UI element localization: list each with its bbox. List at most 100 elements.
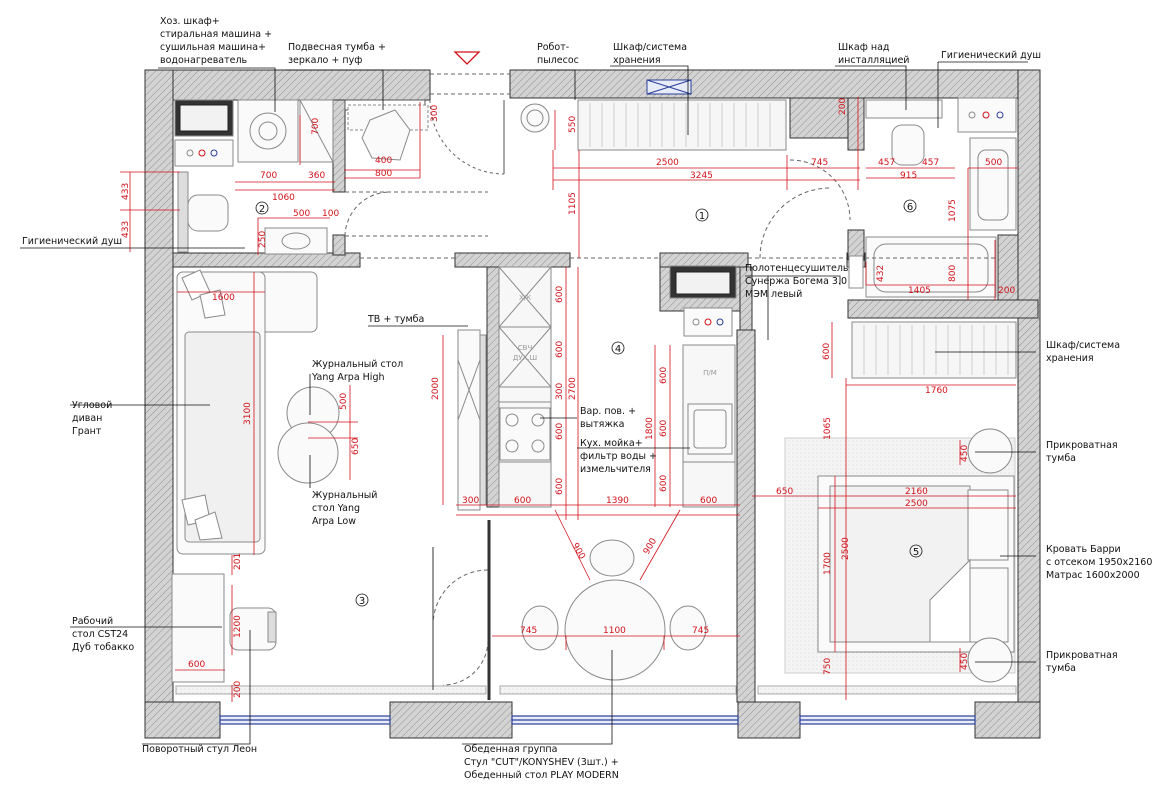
label-prikrov-top-2: тумба bbox=[1046, 453, 1076, 464]
label-hoz-shkaf-4: водонагреватель bbox=[160, 55, 248, 66]
label-stul-leon: Поворотный стул Леон bbox=[142, 744, 257, 755]
room-2: 2 bbox=[259, 204, 265, 215]
dim-300h: 300 bbox=[462, 496, 479, 506]
dim-745a: 745 bbox=[811, 158, 828, 168]
label-pm: П/М bbox=[703, 369, 717, 377]
dim-200b: 200 bbox=[998, 286, 1015, 296]
label-polotenc-3: МЭМ левый bbox=[745, 289, 802, 300]
dim-700a: 700 bbox=[260, 171, 277, 181]
dim-600c: 600 bbox=[700, 496, 717, 506]
label-var-pov-1: Вар. пов. + bbox=[580, 406, 636, 417]
label-krovat-3: Матрас 1600х2000 bbox=[1046, 570, 1140, 581]
dim-650j: 650 bbox=[351, 438, 361, 455]
label-prikrov-top-1: Прикроватная bbox=[1046, 440, 1118, 451]
dim-457a: 457 bbox=[878, 158, 895, 168]
label-shkaf-top-1: Шкаф/система bbox=[613, 42, 687, 53]
label-podvesnaya-2: зеркало + пуф bbox=[288, 55, 362, 66]
dim-s600b: 600 bbox=[659, 420, 669, 437]
leader-lines bbox=[20, 61, 1036, 745]
dim-100: 100 bbox=[322, 209, 339, 219]
label-tv: ТВ + тумба bbox=[367, 314, 424, 325]
label-gig-dush-top: Гигиенический душ bbox=[941, 50, 1041, 61]
label-jurn-low-3: Arpa Low bbox=[312, 516, 356, 527]
entry-marker bbox=[429, 51, 510, 175]
label-shkaf-right-2: хранения bbox=[1046, 353, 1094, 364]
dim-550: 550 bbox=[568, 116, 578, 133]
dim-3245: 3245 bbox=[690, 171, 713, 181]
label-obed-2: Стул "CUT"/KONYSHEV (3шт.) + bbox=[464, 757, 619, 768]
dim-1405: 1405 bbox=[908, 286, 931, 296]
dim-k600c: 600 bbox=[555, 423, 565, 440]
dim-745c: 745 bbox=[692, 626, 709, 636]
dim-600a: 600 bbox=[188, 660, 205, 670]
dim-745b: 745 bbox=[520, 626, 537, 636]
label-rab-stol-1: Рабочий bbox=[72, 616, 113, 627]
dim-500c: 500 bbox=[985, 158, 1002, 168]
dim-1075: 1075 bbox=[948, 199, 958, 222]
dim-k600d: 600 bbox=[555, 478, 565, 495]
dim-s600c: 600 bbox=[659, 475, 669, 492]
room-4: 4 bbox=[615, 344, 621, 355]
label-jurn-low-2: стол Yang bbox=[312, 503, 360, 514]
doors bbox=[344, 159, 998, 686]
label-kuh-moika-2: фильтр воды + bbox=[580, 451, 657, 462]
label-divan-1: Угловой bbox=[72, 400, 112, 411]
dim-s600a: 600 bbox=[659, 367, 669, 384]
label-jurn-high-2: Yang Arpa High bbox=[311, 372, 385, 383]
dim-500j: 500 bbox=[339, 393, 349, 410]
dim-900b: 900 bbox=[642, 536, 659, 556]
label-shkaf-nad-2: инсталляцией bbox=[838, 55, 909, 66]
dim-1200: 1200 bbox=[233, 615, 243, 638]
label-robot-2: пылесос bbox=[537, 55, 579, 66]
dim-2500b: 2500 bbox=[905, 499, 928, 509]
dim-1600: 1600 bbox=[212, 293, 235, 303]
dimension-lines bbox=[120, 97, 1018, 702]
label-hoz-shkaf-1: Хоз. шкаф+ bbox=[160, 16, 220, 27]
dim-1700: 1700 bbox=[823, 552, 833, 575]
label-jurn-high-1: Журнальный стол bbox=[312, 359, 403, 370]
dim-1105: 1105 bbox=[568, 192, 578, 215]
dim-201: 201 bbox=[233, 553, 243, 570]
dim-k600b: 600 bbox=[555, 341, 565, 358]
label-dukhovka: ДУХ.Ш bbox=[513, 354, 537, 362]
dim-1800: 1800 bbox=[645, 417, 655, 440]
dim-500b: 500 bbox=[293, 209, 310, 219]
label-polotenc-2: Сунержа Богема 3.0 bbox=[745, 276, 847, 287]
dim-k600a: 600 bbox=[555, 286, 565, 303]
dim-1060: 1060 bbox=[272, 193, 295, 203]
label-prikrov-bottom-1: Прикроватная bbox=[1046, 650, 1118, 661]
label-hoz-shkaf-3: сушильная машина+ bbox=[160, 42, 266, 53]
label-shkaf-nad-1: Шкаф над bbox=[838, 42, 890, 53]
windows bbox=[219, 715, 976, 725]
label-divan-2: диван bbox=[72, 413, 102, 424]
label-gig-dush-left: Гигиенический душ bbox=[22, 236, 122, 247]
label-krovat-1: Кровать Барри bbox=[1046, 544, 1121, 555]
dim-2000: 2000 bbox=[431, 377, 441, 400]
dim-650r: 650 bbox=[776, 487, 793, 497]
dim-432: 432 bbox=[876, 265, 886, 282]
dim-200a: 200 bbox=[838, 98, 848, 115]
dim-250: 250 bbox=[258, 231, 268, 248]
label-obed-1: Обеденная группа bbox=[464, 744, 557, 755]
glass-partition bbox=[432, 520, 491, 700]
dim-457b: 457 bbox=[922, 158, 939, 168]
room-6: 6 bbox=[907, 202, 913, 213]
label-podvesnaya-1: Подвесная тумба + bbox=[288, 42, 386, 53]
label-kuh-moika-1: Кух. мойка+ bbox=[580, 438, 643, 449]
label-jurn-low-1: Журнальный bbox=[312, 490, 377, 501]
dim-433b: 433 bbox=[121, 221, 131, 238]
dim-900a: 900 bbox=[569, 542, 586, 562]
label-hmk: Х/К bbox=[519, 294, 531, 302]
dim-3100: 3100 bbox=[243, 402, 253, 425]
dim-600b: 600 bbox=[514, 496, 531, 506]
dim-1760: 1760 bbox=[925, 386, 948, 396]
dim-2160: 2160 bbox=[905, 487, 928, 497]
label-obed-3: Обеденный стол PLAY MODERN bbox=[464, 770, 619, 781]
label-hoz-shkaf-2: стиральная машина + bbox=[160, 29, 272, 40]
radiators bbox=[175, 685, 1017, 695]
dim-2700: 2700 bbox=[568, 377, 578, 400]
dim-700v: 700 bbox=[311, 118, 321, 135]
room-5: 5 bbox=[913, 547, 919, 558]
label-polotenc-1: Полотенцесушитель bbox=[745, 263, 849, 274]
